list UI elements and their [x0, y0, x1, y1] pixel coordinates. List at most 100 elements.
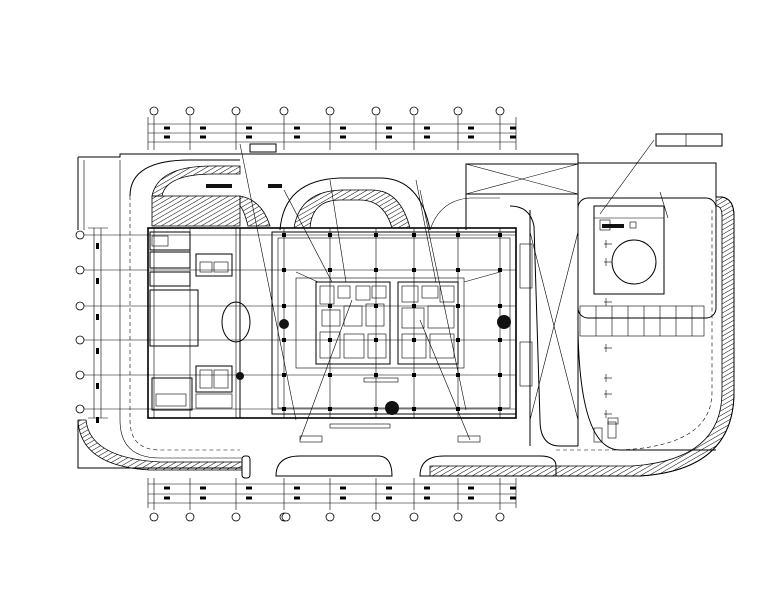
- grid-bubble: [149, 512, 159, 522]
- column: [412, 268, 416, 272]
- dimension-tick: [96, 348, 99, 354]
- dimension-tick: [510, 126, 516, 130]
- dimension-tick: [294, 496, 300, 500]
- grid-bubble: [75, 265, 85, 275]
- column: [456, 268, 460, 272]
- grid-bubble: [371, 106, 381, 116]
- column: [456, 373, 460, 377]
- bottom-dimension-lines: [147, 478, 517, 508]
- dimension-tick: [510, 496, 516, 500]
- dimension-tick: [246, 135, 252, 139]
- dimension-tick: [510, 486, 516, 490]
- dimension-tick: [200, 486, 206, 490]
- column: [412, 233, 416, 237]
- grid-bubble: [231, 512, 241, 522]
- column: [374, 233, 378, 237]
- column: [498, 407, 502, 411]
- grid-bubble: [185, 512, 195, 522]
- column: [374, 304, 378, 308]
- dimension-tick: [340, 486, 346, 490]
- dimension-tick: [424, 135, 430, 139]
- grid-bubble: [495, 106, 505, 116]
- right-service-area: [465, 163, 717, 451]
- dimension-tick: [96, 417, 99, 423]
- column: [328, 268, 332, 272]
- column: [498, 268, 502, 272]
- grid-bubble: [325, 512, 335, 522]
- grid-bubble: [185, 106, 195, 116]
- dimension-tick: [424, 486, 430, 490]
- dimension-tick: [424, 496, 430, 500]
- top-ramps: [129, 159, 500, 231]
- dimension-tick: [164, 486, 170, 490]
- dimension-tick: [200, 135, 206, 139]
- dimension-tick: [468, 135, 474, 139]
- dimension-tick: [424, 126, 430, 130]
- column: [282, 233, 286, 237]
- grid-bubble: [75, 404, 85, 414]
- right-plaza: [579, 205, 705, 443]
- column: [498, 373, 502, 377]
- grid-bubble: [75, 301, 85, 311]
- top-dimension-lines: [147, 117, 517, 150]
- dimension-tick: [294, 135, 300, 139]
- column: [498, 233, 502, 237]
- main-building: [147, 227, 517, 419]
- planting-strip-right: [429, 196, 735, 477]
- column: [374, 268, 378, 272]
- column: [282, 373, 286, 377]
- dimension-tick: [246, 486, 252, 490]
- column: [328, 373, 332, 377]
- grid-bubbles-top: [149, 106, 505, 116]
- column: [374, 373, 378, 377]
- dimension-tick: [294, 126, 300, 130]
- dimension-tick: [386, 496, 392, 500]
- dimension-tick: [340, 126, 346, 130]
- grid-bubble: [409, 512, 419, 522]
- column: [328, 407, 332, 411]
- structural-columns: [282, 233, 612, 418]
- column: [282, 304, 286, 308]
- left-dimension-lines: [88, 227, 108, 419]
- column: [282, 268, 286, 272]
- dimension-tick: [294, 486, 300, 490]
- grid-bubble: [453, 106, 463, 116]
- dimension-tick: [468, 496, 474, 500]
- column: [374, 338, 378, 342]
- column: [498, 304, 502, 308]
- grid-bubble: [75, 230, 85, 240]
- grid-bubble: [453, 512, 463, 522]
- entry-islands: [241, 455, 557, 479]
- column: [456, 233, 460, 237]
- grid-bubble: [281, 512, 291, 522]
- dimension-tick: [164, 496, 170, 500]
- grid-bubble: [371, 512, 381, 522]
- grid-bubbles-bottom: [149, 512, 505, 522]
- dimension-tick: [200, 496, 206, 500]
- dimension-tick: [164, 126, 170, 130]
- dimension-tick: [468, 126, 474, 130]
- grid-bubble: [325, 106, 335, 116]
- dimension-tick: [340, 496, 346, 500]
- dimension-tick: [468, 486, 474, 490]
- grid-bubble: [409, 106, 419, 116]
- left-wing-rooms: [149, 231, 251, 411]
- column: [374, 407, 378, 411]
- column: [328, 338, 332, 342]
- column: [328, 304, 332, 308]
- dimension-tick: [96, 243, 99, 249]
- grid-bubble: [279, 106, 289, 116]
- dimension-tick: [510, 135, 516, 139]
- central-core: [315, 281, 459, 365]
- column: [456, 338, 460, 342]
- grid-bubble: [231, 106, 241, 116]
- fire-lane: [129, 196, 713, 451]
- vertical-grid-lines: [153, 116, 516, 510]
- column: [498, 338, 502, 342]
- tag-labels: [299, 377, 481, 443]
- dimension-tick: [200, 126, 206, 130]
- leader-lines: [239, 139, 669, 441]
- grid-bubble: [75, 335, 85, 345]
- column: [412, 373, 416, 377]
